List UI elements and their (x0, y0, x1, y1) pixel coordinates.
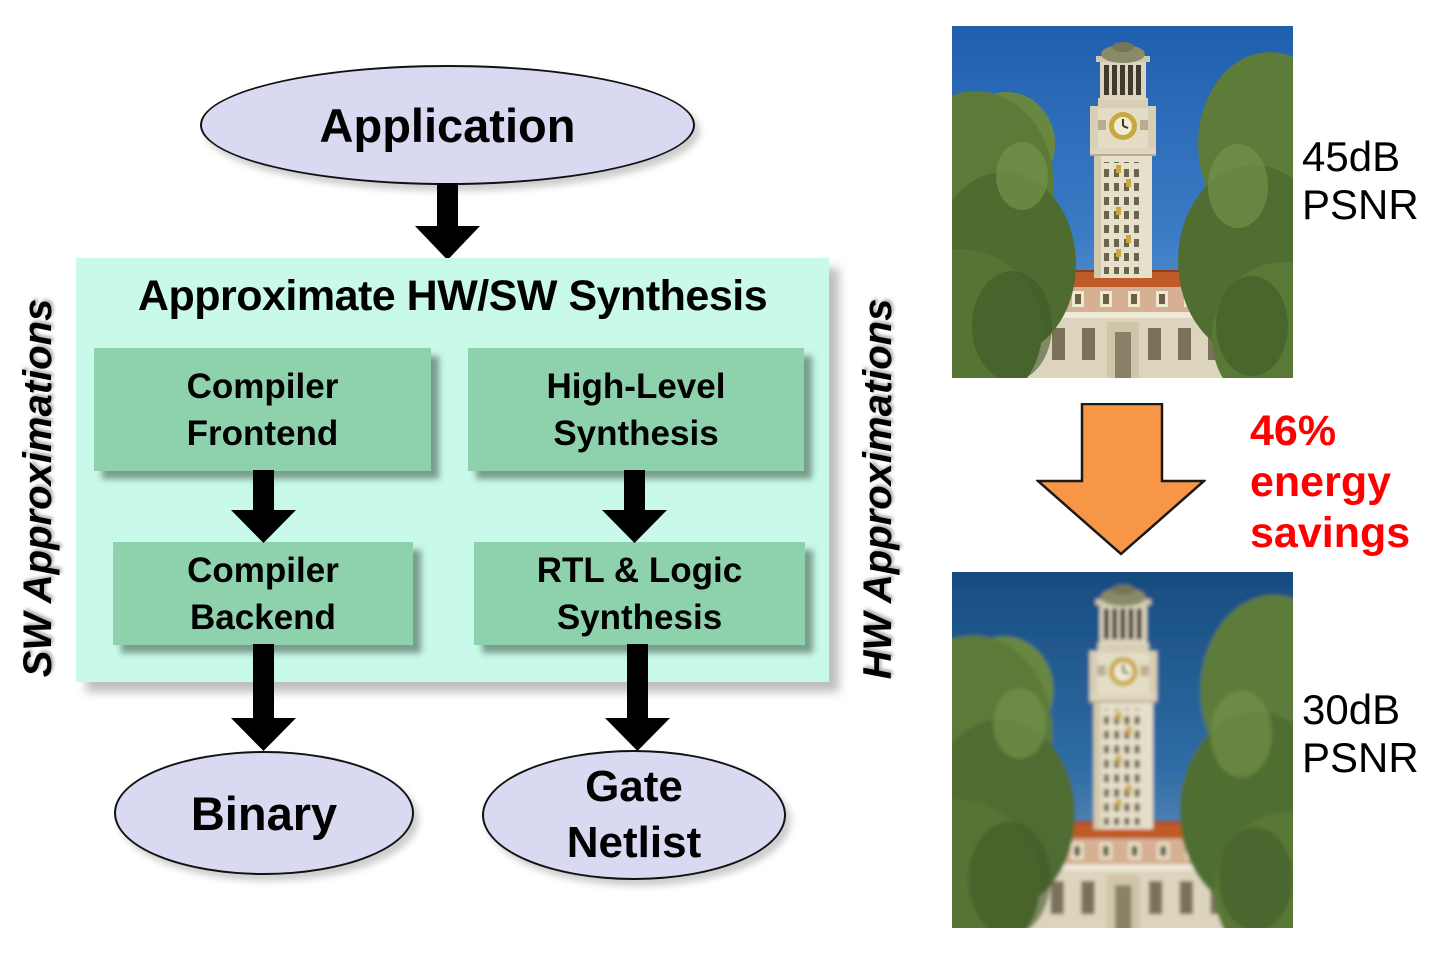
orange-down-arrow-icon (1036, 403, 1206, 556)
psnr-bottom-caption: 30dB PSNR (1302, 686, 1419, 781)
high-level-synthesis-node: High-Level Synthesis (468, 348, 804, 471)
hw-approximations-label: HW Approximations (855, 298, 900, 680)
sw-approximations-label: SW Approximations (15, 298, 60, 678)
gate-netlist-label: Gate Netlist (566, 762, 702, 867)
compiler-backend-label: Compiler Backend (187, 550, 339, 637)
down-arrow-icon (415, 183, 480, 260)
binary-node: Binary (114, 751, 414, 875)
compiler-backend-node: Compiler Backend (113, 542, 413, 645)
tower-photo-high-quality (952, 26, 1293, 378)
down-arrow-icon (231, 644, 296, 751)
down-arrow-icon (605, 644, 670, 751)
down-arrow-icon (231, 470, 296, 543)
energy-savings-label: 46% energy savings (1250, 407, 1411, 557)
compiler-frontend-node: Compiler Frontend (94, 348, 431, 471)
high-level-synthesis-label: High-Level Synthesis (546, 366, 726, 453)
down-arrow-icon (602, 470, 667, 543)
application-node: Application (200, 65, 695, 185)
application-label: Application (319, 98, 576, 152)
synthesis-panel: Approximate HW/SW Synthesis Compiler Fro… (76, 258, 829, 682)
compiler-frontend-label: Compiler Frontend (186, 366, 339, 453)
rtl-logic-synthesis-node: RTL & Logic Synthesis (474, 542, 805, 645)
binary-label: Binary (190, 786, 338, 840)
tower-photo-degraded-quality (952, 572, 1293, 928)
gate-netlist-node: Gate Netlist (482, 750, 786, 880)
rtl-logic-synthesis-label: RTL & Logic Synthesis (536, 550, 743, 637)
psnr-top-caption: 45dB PSNR (1302, 133, 1419, 228)
synthesis-panel-title: Approximate HW/SW Synthesis (137, 272, 768, 320)
